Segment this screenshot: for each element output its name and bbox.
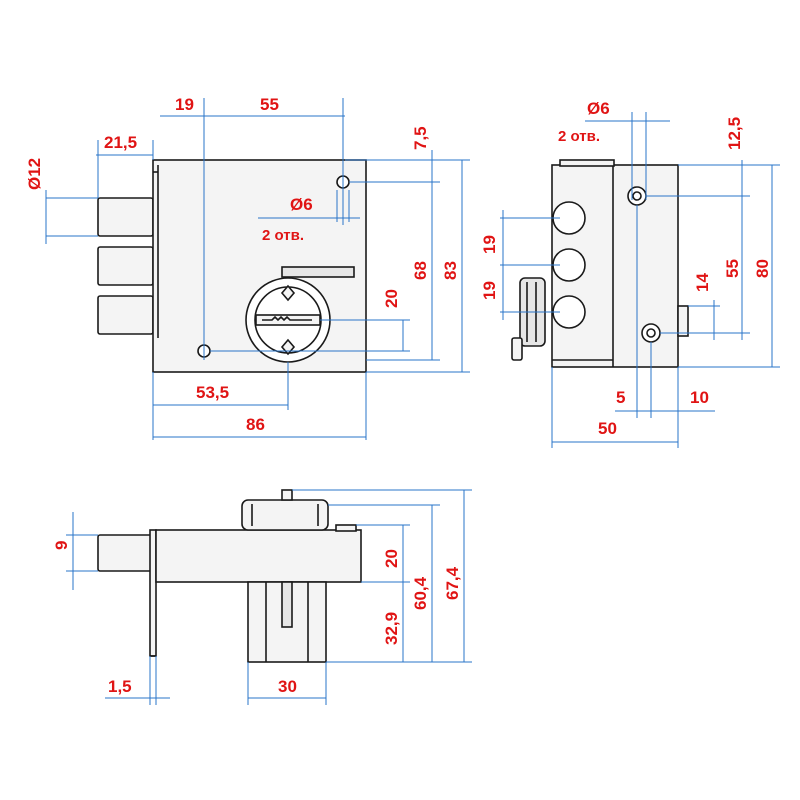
cylinder-cap: [281, 489, 293, 501]
key-profile: [262, 315, 312, 322]
top-dim-1-5: 1,5: [108, 677, 132, 696]
side-view: Ø6 2 отв. 12,5 19 19 14 55 80 5 10 50: [480, 99, 780, 448]
side-dim-5: 5: [616, 388, 625, 407]
side-right-tab: [677, 305, 689, 337]
side-dim-12-5: 12,5: [725, 117, 744, 150]
front-dim-68: 68: [411, 261, 430, 280]
cylinder-tip-side: [511, 337, 523, 361]
bolt-bottom: [97, 295, 154, 335]
side-hole-top: [627, 186, 647, 206]
front-dimension-lines: [45, 98, 470, 440]
side-dim-10: 10: [690, 388, 709, 407]
front-dim-7-5: 7,5: [411, 126, 430, 150]
front-dim-55: 55: [260, 95, 279, 114]
front-dim-86: 86: [246, 415, 265, 434]
top-dimension-lines: [66, 489, 472, 705]
top-view: 9 20 60,4 67,4 32,9 1,5 30: [52, 489, 472, 705]
cylinder-head: [241, 499, 329, 531]
top-dim-30: 30: [278, 677, 297, 696]
cylinder-pin-top: [280, 284, 296, 302]
cylinder-cam: [281, 581, 293, 628]
bolt-top: [97, 197, 154, 237]
front-dim-19: 19: [175, 95, 194, 114]
top-dim-32-9: 32,9: [382, 612, 401, 645]
side-hole-bottom-inner: [646, 328, 656, 338]
side-holes-note: 2 отв.: [558, 128, 600, 145]
top-dim-9: 9: [52, 541, 71, 550]
side-dim-80: 80: [753, 259, 772, 278]
front-view: 19 55 21,5 Ø12 7,5 Ø6 2 отв. 20 68 83 53…: [25, 95, 470, 440]
side-top-plate: [559, 159, 615, 167]
front-dim-21-5: 21,5: [104, 133, 137, 152]
side-dim-diameter-6: Ø6: [587, 99, 610, 118]
front-dim-20: 20: [382, 289, 401, 308]
side-hole-bottom: [641, 323, 661, 343]
side-dim-19-lower: 19: [480, 281, 499, 300]
front-dim-diameter-12: Ø12: [25, 158, 44, 190]
side-dim-55: 55: [723, 259, 742, 278]
top-dim-67-4: 67,4: [443, 566, 462, 600]
side-dim-14: 14: [693, 273, 712, 292]
front-holes-note: 2 отв.: [262, 227, 304, 244]
top-dim-20: 20: [382, 549, 401, 568]
front-dim-53-5: 53,5: [196, 383, 229, 402]
side-hole-top-inner: [632, 191, 642, 201]
top-dim-60-4: 60,4: [411, 576, 430, 610]
lever-slot: [281, 266, 355, 278]
lock-body-top-view: [155, 529, 362, 583]
front-dim-83: 83: [441, 261, 460, 280]
bolt-middle: [97, 246, 154, 286]
front-plate-top-view: [149, 529, 157, 657]
bolt-top-view: [97, 534, 154, 572]
cover-strip: [335, 524, 357, 532]
side-dimension-lines: [500, 112, 780, 448]
side-dim-50: 50: [598, 419, 617, 438]
front-dim-diameter-6: Ø6: [290, 195, 313, 214]
side-dim-19-upper: 19: [480, 235, 499, 254]
